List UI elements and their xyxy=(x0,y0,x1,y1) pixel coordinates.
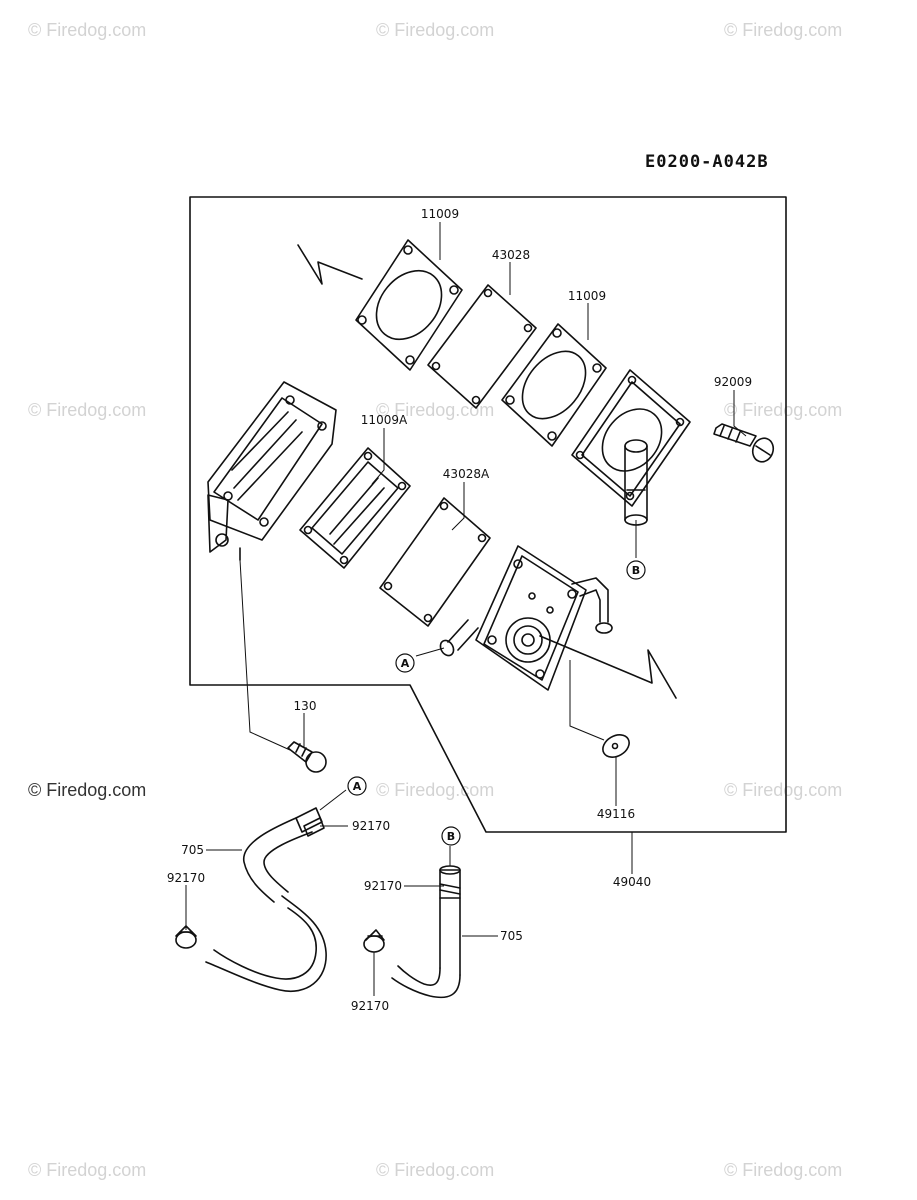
diaphragm-43028a xyxy=(379,497,491,627)
svg-text:A: A xyxy=(401,657,410,670)
part-label-49040: 49040 xyxy=(613,875,651,889)
watermark: © Firedog.com xyxy=(724,780,843,800)
clamp-92170-bottom xyxy=(363,929,385,953)
watermark: © Firedog.com xyxy=(28,780,147,800)
watermark: © Firedog.com xyxy=(28,400,147,420)
screw-92009 xyxy=(713,423,775,463)
part-label-43028: 43028 xyxy=(492,248,530,262)
part-label-49116: 49116 xyxy=(597,807,635,821)
washer-49116 xyxy=(602,734,630,758)
callout-a-outlet: A xyxy=(395,653,415,673)
callout-b-outlet: B xyxy=(626,560,646,580)
pump-cover xyxy=(571,369,691,526)
callout-a-hose: A xyxy=(347,776,367,796)
watermark: © Firedog.com xyxy=(724,1160,843,1180)
watermark: © Firedog.com xyxy=(376,780,495,800)
gasket-11009-top xyxy=(355,239,463,371)
pump-housing xyxy=(439,545,613,691)
gasket-11009a xyxy=(299,447,411,569)
part-label-92170-a: 92170 xyxy=(352,819,390,833)
diagram-code: E0200-A042B xyxy=(645,152,769,172)
watermark: © Firedog.com xyxy=(376,1160,495,1180)
bolt-130 xyxy=(287,741,327,773)
svg-text:B: B xyxy=(447,830,455,843)
assembly-frame xyxy=(189,196,787,833)
watermark: © Firedog.com xyxy=(376,400,495,420)
direction-arrow-bottom xyxy=(539,635,677,699)
part-label-92170-left: 92170 xyxy=(167,871,205,885)
part-label-43028a: 43028A xyxy=(443,467,490,481)
watermark: © Firedog.com xyxy=(724,20,843,40)
pump-body-plate xyxy=(207,381,337,561)
watermark: © Firedog.com xyxy=(28,20,147,40)
svg-text:A: A xyxy=(353,780,362,793)
direction-arrow-top xyxy=(297,244,363,285)
part-label-92009: 92009 xyxy=(714,375,752,389)
callout-b-hose: B xyxy=(441,826,461,846)
hose-705-right xyxy=(391,865,461,999)
watermark: © Firedog.com xyxy=(376,20,495,40)
watermark: © Firedog.com xyxy=(724,400,843,420)
part-label-11009a: 11009A xyxy=(361,413,408,427)
diaphragm-43028 xyxy=(427,284,537,409)
part-label-11009-top: 11009 xyxy=(421,207,459,221)
part-label-705-right: 705 xyxy=(500,929,523,943)
part-label-11009-mid: 11009 xyxy=(568,289,606,303)
part-label-92170-b: 92170 xyxy=(364,879,402,893)
hose-705-left xyxy=(205,807,327,992)
svg-text:B: B xyxy=(632,564,640,577)
part-label-92170-bottom: 92170 xyxy=(351,999,389,1013)
part-label-130: 130 xyxy=(294,699,317,713)
gasket-11009-mid xyxy=(501,323,607,447)
part-label-705-left: 705 xyxy=(181,843,204,857)
watermark: © Firedog.com xyxy=(28,1160,147,1180)
leader-lines xyxy=(185,222,747,996)
